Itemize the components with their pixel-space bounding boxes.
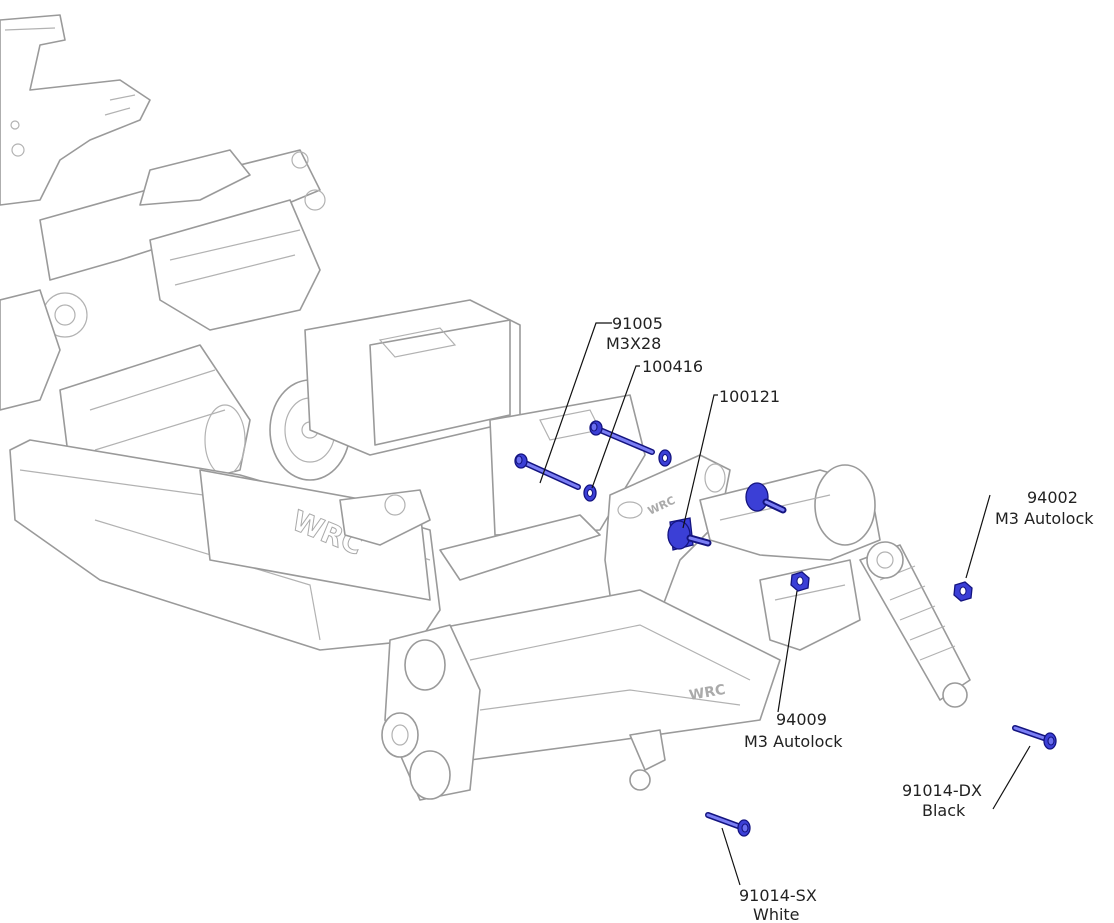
callout-100121-code: 100121 xyxy=(719,387,780,406)
callout-91005-size: M3X28 xyxy=(606,334,661,353)
callout-100416-code: 100416 xyxy=(642,357,703,376)
leader-91014-sx xyxy=(721,827,741,886)
leader-91005 xyxy=(539,322,612,484)
nut-94002 xyxy=(953,581,973,602)
front-hub xyxy=(381,624,481,801)
front-upper-arm xyxy=(699,464,881,561)
arm-brand-text: WRC xyxy=(688,682,727,704)
leader-100416 xyxy=(591,365,640,489)
washer-100416-a xyxy=(583,484,597,502)
callout-91014-dx-code: 91014-DX xyxy=(902,781,982,800)
leader-94002 xyxy=(965,494,991,579)
nut-94009 xyxy=(790,571,810,592)
callout-94009-desc: M3 Autolock xyxy=(744,732,843,751)
front-lower-arm-right xyxy=(759,559,861,651)
callout-91014-sx-color: White xyxy=(753,905,800,923)
callout-94009-code: 94009 xyxy=(776,710,827,729)
callout-91014-sx-code: 91014-SX xyxy=(739,886,817,905)
leader-91014-dx xyxy=(992,745,1031,810)
leader-lines xyxy=(539,322,1031,886)
front-lower-arm: WRC xyxy=(419,589,781,761)
callout-91014-dx-color: Black xyxy=(922,801,966,820)
callout-94002-code: 94002 xyxy=(1027,488,1078,507)
screw-91005-b xyxy=(589,420,655,455)
callout-94002-desc: M3 Autolock xyxy=(995,509,1094,528)
leader-100121 xyxy=(682,394,718,529)
front-shock xyxy=(859,541,971,708)
rear-gearbox xyxy=(0,199,321,411)
callout-91005-code: 91005 xyxy=(612,314,663,333)
washer-100416-b xyxy=(658,449,672,467)
steering-linkage xyxy=(339,489,601,581)
pivot-100121-b xyxy=(745,482,787,514)
screw-91005-a xyxy=(514,453,581,490)
leader-94009 xyxy=(777,590,798,713)
callout-labels: 91005 M3X28 100416 100121 94002 M3 Autol… xyxy=(606,314,1094,923)
screw-91014-sx xyxy=(705,812,751,837)
chassis-drawing: WRC WRC xyxy=(0,14,971,801)
screw-91014-dx xyxy=(1012,725,1057,750)
rear-shock-tower xyxy=(0,14,151,206)
hardware-parts xyxy=(514,420,1057,837)
ball-stud xyxy=(629,729,666,791)
pivot-100121-a xyxy=(667,517,712,551)
